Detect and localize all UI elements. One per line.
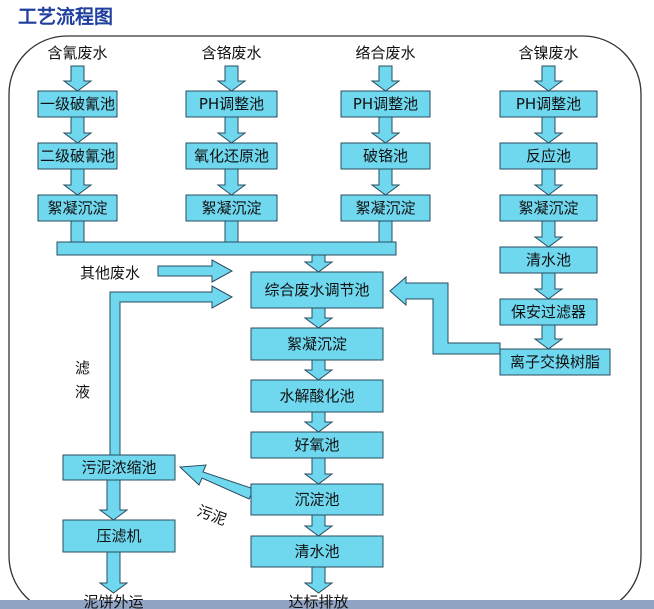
- main-step4-box: 好氧池: [250, 431, 384, 459]
- output-cake: 泥饼外运: [83, 593, 143, 609]
- col1-step1-box: 一级破氰池: [37, 90, 118, 118]
- col2-step3-box: 絮凝沉淀: [185, 194, 278, 222]
- main-step6-box: 清水池: [250, 535, 384, 568]
- output-discharge: 达标排放: [288, 593, 348, 609]
- col2-step1-label: PH调整池: [199, 95, 264, 113]
- arrow-source-col4: [533, 65, 564, 92]
- arrow-col4-3: [533, 220, 564, 248]
- col4-step6-label: 离子交换树脂: [510, 353, 600, 371]
- arrow-discharge: [303, 566, 334, 594]
- col3-step3-label: 絮凝沉淀: [355, 199, 415, 217]
- col4-step5-label: 保安过滤器: [511, 303, 586, 321]
- main-step4-label: 好氧池: [294, 436, 339, 454]
- source-chromium: 含铬废水: [201, 44, 261, 62]
- arrow-collector-down: [303, 254, 334, 273]
- main-step3-label: 水解酸化池: [279, 387, 354, 405]
- arrow-main-1: [303, 307, 334, 329]
- arrow-col1-2: [62, 168, 93, 196]
- arrow-col3-3: [378, 220, 393, 243]
- col4-step1-box: PH调整池: [499, 90, 598, 118]
- main-step6-label: 清水池: [294, 543, 339, 561]
- diagram-frame: [8, 35, 642, 609]
- col4-step5-box: 保安过滤器: [499, 298, 598, 326]
- col4-step2-box: 反应池: [499, 142, 598, 170]
- col2-step3-label: 絮凝沉淀: [201, 199, 261, 217]
- col4-step3-label: 絮凝沉淀: [518, 199, 578, 217]
- main-step3-box: 水解酸化池: [250, 379, 384, 413]
- arrow-col4-4: [533, 272, 564, 300]
- col2-step2-label: 氧化还原池: [194, 147, 269, 165]
- main-step1-box: 综合废水调节池: [250, 271, 384, 309]
- arrow-col4-5: [533, 324, 564, 350]
- filtrate-label: 滤 液: [75, 359, 95, 401]
- col1-step3-label: 絮凝沉淀: [47, 199, 107, 217]
- main-step2-box: 絮凝沉淀: [250, 327, 384, 361]
- col3-step2-label: 破铬池: [363, 147, 408, 165]
- col4-step3-box: 絮凝沉淀: [499, 194, 598, 222]
- arrow-col1-1: [62, 116, 93, 144]
- bottom-band: [0, 600, 654, 609]
- flow-arrows: [56, 65, 564, 594]
- arrow-filtrate-riser: [109, 285, 234, 456]
- col4-step2-label: 反应池: [526, 147, 571, 165]
- sludge-label: 污泥: [195, 502, 229, 529]
- col4-step4-label: 清水池: [526, 251, 571, 269]
- main-step5-label: 沉淀池: [294, 491, 339, 509]
- arrow-cake: [98, 551, 129, 594]
- sludge-thickener-label: 污泥浓缩池: [81, 459, 156, 477]
- col4-step4-box: 清水池: [499, 246, 598, 274]
- arrow-col2-2: [216, 168, 247, 196]
- arrow-other-wastewater: [157, 259, 234, 283]
- arrow-sludge: [178, 464, 255, 500]
- arrow-col3-2: [370, 168, 401, 196]
- arrow-col1-3: [70, 220, 85, 243]
- col4-step6-box: 离子交换树脂: [499, 348, 611, 376]
- main-step1-label: 综合废水调节池: [264, 281, 369, 299]
- arrow-col4-2: [533, 168, 564, 196]
- arrow-main-4: [303, 457, 334, 485]
- col1-step1-label: 一级破氰池: [40, 95, 115, 113]
- filter-press-box: 压滤机: [62, 519, 176, 553]
- col2-step2-box: 氧化还原池: [185, 142, 278, 170]
- col1-step2-box: 二级破氰池: [37, 142, 118, 170]
- arrow-source-col2: [216, 65, 247, 92]
- filtrate-label-char1: 滤: [75, 359, 90, 377]
- arrow-source-col1: [62, 65, 93, 92]
- col3-step3-box: 絮凝沉淀: [340, 194, 431, 222]
- arrow-thickener-press: [98, 479, 129, 521]
- col1-step2-label: 二级破氰池: [40, 147, 115, 165]
- source-cyanide: 含氰废水: [47, 44, 107, 62]
- source-nickel: 含镍废水: [518, 44, 578, 62]
- col3-step1-box: PH调整池: [340, 90, 431, 118]
- arrow-col2-3: [224, 220, 239, 243]
- main-step2-label: 絮凝沉淀: [287, 335, 347, 353]
- diagram-title: 工艺流程图: [18, 5, 113, 28]
- arrow-source-col3: [370, 65, 401, 92]
- collector-bar: [56, 241, 397, 256]
- col1-step3-box: 絮凝沉淀: [37, 194, 118, 222]
- arrow-main-2: [303, 359, 334, 381]
- arrow-col2-1: [216, 116, 247, 144]
- source-complex: 络合废水: [355, 44, 415, 62]
- filtrate-label-char2: 液: [75, 383, 90, 401]
- arrow-ion-return: [389, 275, 501, 355]
- source-other: 其他废水: [80, 264, 140, 282]
- col2-step1-box: PH调整池: [185, 90, 278, 118]
- arrow-col4-1: [533, 116, 564, 144]
- main-step5-box: 沉淀池: [250, 483, 384, 516]
- col3-step1-label: PH调整池: [353, 95, 418, 113]
- arrow-main-3: [303, 411, 334, 433]
- filter-press-label: 压滤机: [96, 527, 141, 545]
- col4-step1-label: PH调整池: [516, 95, 581, 113]
- arrow-main-5: [303, 514, 334, 537]
- sludge-thickener-box: 污泥浓缩池: [62, 454, 176, 481]
- col3-step2-box: 破铬池: [340, 142, 431, 170]
- arrow-col3-1: [370, 116, 401, 144]
